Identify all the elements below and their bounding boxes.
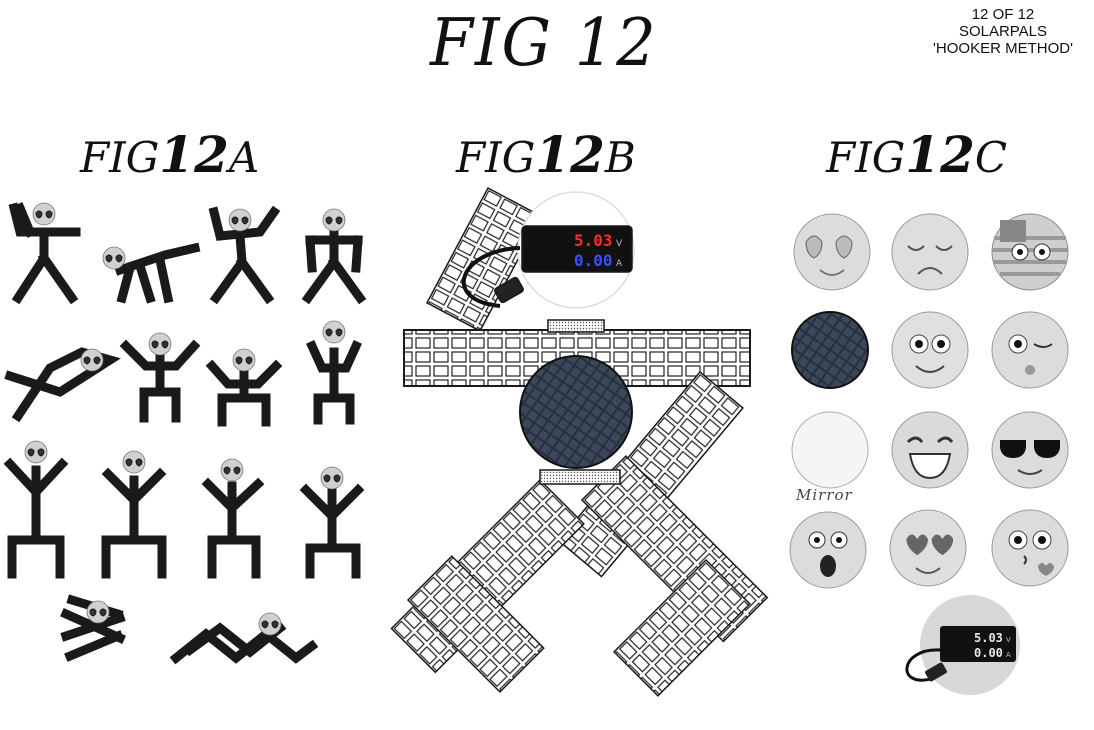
panel-a-label-suffix: A (228, 133, 260, 182)
laughing-face-icon (891, 411, 969, 489)
solar-head (519, 355, 633, 469)
flag-face-icon (991, 213, 1069, 291)
panel-c-label-suffix: C (974, 133, 1008, 182)
panel-a-label-prefix: FIG (80, 133, 160, 182)
sheet-info: 12 OF 12 SOLARPALS 'HOOKER METHOD' (908, 6, 1094, 57)
usb-meter (521, 225, 633, 273)
pose-head (86, 600, 110, 624)
pose-figure (301, 227, 367, 305)
sheet-number: 12 OF 12 (971, 6, 1035, 23)
pose-figure (114, 242, 201, 304)
small-meter-unit-a: A (1006, 651, 1011, 659)
pose-head (80, 348, 104, 372)
pose-figure (201, 477, 265, 579)
panel-b-label-suffix: B (604, 133, 636, 182)
pose-figure (101, 467, 167, 579)
pose-head (232, 348, 256, 372)
small-meter-current: 0.00 (974, 646, 1003, 660)
pose-head (102, 246, 126, 270)
usb-plug (494, 276, 524, 304)
meter-unit-v: V (616, 239, 623, 249)
pose-head (24, 440, 48, 464)
panel-c-faces: Mirror (789, 213, 1069, 695)
heart-glasses-face-icon (793, 213, 871, 291)
pose-head (122, 450, 146, 474)
mirror-label: Mirror (795, 486, 853, 504)
panel-a-label-num: 12 (159, 125, 229, 184)
sad-face-icon (891, 213, 969, 291)
meter-current: 0.00 (574, 251, 613, 270)
panel-b-label: FIG12B (456, 125, 636, 184)
upper-arm-panel (425, 186, 542, 332)
mirror-face-icon: Mirror (791, 411, 869, 504)
heart-eyes-face-icon (889, 509, 967, 587)
small-meter-voltage: 5.03 (974, 631, 1003, 645)
small-meter-unit-v: V (1006, 636, 1011, 644)
pose-figure (8, 202, 81, 305)
torso-panel (557, 370, 744, 578)
pose-head (322, 208, 346, 232)
sunglasses-face-icon (991, 411, 1069, 489)
hip-bracket (539, 469, 621, 485)
pose-head (148, 332, 172, 356)
panel-c-label-num: 12 (905, 125, 975, 184)
panel-c-label-prefix: FIG (826, 133, 906, 182)
left-foot-panel (406, 555, 545, 693)
kiss-face-icon (991, 509, 1069, 587)
panel-b-label-prefix: FIG (456, 133, 536, 182)
pose-figure (208, 205, 281, 305)
panel-b-label-num: 12 (535, 125, 605, 184)
pose-head (320, 466, 344, 490)
pose-head (258, 612, 282, 636)
panel-c-label: FIG12C (826, 125, 1007, 184)
panel-a-label: FIG12A (80, 125, 259, 184)
pose-head (322, 320, 346, 344)
pose-figure (205, 359, 283, 427)
pose-figure (119, 339, 201, 423)
sheet-product: SOLARPALS (958, 23, 1048, 40)
sheet-method: 'HOOKER METHOD' (933, 40, 1073, 57)
pose-head (220, 458, 244, 482)
right-foot-panel (613, 558, 751, 697)
neck-bracket (547, 319, 605, 333)
smile-face-icon (891, 311, 969, 389)
small-usb-meter: 5.03 0.00 V A (905, 595, 1020, 695)
usb-cable (461, 246, 521, 308)
pose-head (228, 208, 252, 232)
wink-kiss-face-icon (991, 311, 1069, 389)
pose-figure (169, 621, 319, 665)
solar-cell-face-icon (791, 311, 869, 389)
panel-a-poses (3, 202, 367, 665)
surprised-face-icon (789, 511, 867, 589)
meter-unit-a: A (616, 259, 623, 269)
figure-title: FIG 12 (430, 4, 658, 81)
pose-head (32, 202, 56, 226)
pose-figure (3, 457, 69, 579)
meter-voltage: 5.03 (574, 231, 613, 250)
panel-b-solar-figure: 5.03 0.00 V A (390, 186, 769, 697)
pose-figure (306, 340, 362, 425)
pose-figure (299, 483, 365, 579)
